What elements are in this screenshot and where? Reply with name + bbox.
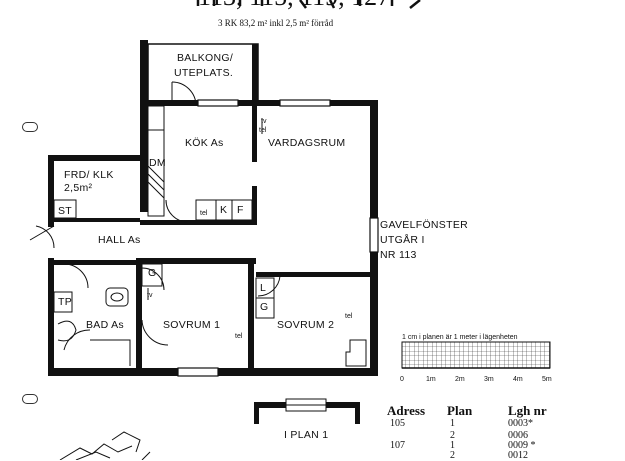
table-cell: 107 bbox=[390, 440, 405, 451]
room-label-kok: KÖK As bbox=[185, 137, 224, 149]
key-plan-label: I PLAN 1 bbox=[284, 429, 329, 441]
fixture-st: ST bbox=[58, 205, 73, 217]
table-cell: 2 bbox=[450, 450, 455, 461]
outlet-tel: tel bbox=[235, 333, 243, 340]
room-label-frd-klk: FRD/ KLK bbox=[64, 169, 114, 181]
stair-hatch bbox=[147, 165, 165, 199]
outlet-tel: tel bbox=[259, 127, 267, 134]
fixture-tp: TP bbox=[58, 296, 73, 308]
table-header-plan: Plan bbox=[447, 403, 473, 418]
key-plan bbox=[254, 398, 360, 424]
note-line: GAVELFÖNSTER bbox=[380, 219, 469, 231]
room-label-sovrum1: SOVRUM 1 bbox=[163, 319, 221, 331]
outlet-tv: tv bbox=[261, 118, 267, 125]
room-label-sovrum2: SOVRUM 2 bbox=[277, 319, 335, 331]
fixture-dm: DM bbox=[149, 157, 166, 169]
scale-tick: 5m bbox=[542, 376, 552, 383]
binder-hole bbox=[22, 394, 38, 404]
outlet-tel: tel bbox=[200, 210, 208, 217]
site-sketch bbox=[59, 431, 151, 460]
scale-tick: 4m bbox=[513, 376, 523, 383]
room-label-vardagsrum: VARDAGSRUM bbox=[268, 137, 346, 149]
table-cell: 0012 bbox=[508, 450, 528, 461]
fixture-k: K bbox=[220, 204, 228, 216]
fixture-g: G bbox=[260, 301, 269, 313]
scale-tick: 0 bbox=[400, 376, 404, 383]
kitchen-fixtures bbox=[147, 105, 253, 221]
windows bbox=[177, 99, 379, 377]
table-header-adress: Adress bbox=[387, 403, 426, 418]
inner-walls bbox=[54, 106, 374, 368]
balcony-side-wall bbox=[252, 44, 258, 100]
table-cell: 0009 * bbox=[508, 440, 536, 451]
bath-fixtures bbox=[57, 287, 131, 366]
room-area-frd: 2,5m² bbox=[64, 182, 93, 194]
outlet-tel: tel bbox=[345, 313, 353, 320]
binder-hole bbox=[22, 122, 38, 132]
outlet-marks bbox=[147, 118, 263, 300]
page-title: 113, 115, 119, 127 bbox=[198, 0, 390, 10]
scale-tick: 1m bbox=[426, 376, 436, 383]
table-cell: 1 bbox=[450, 418, 455, 429]
room-label-uteplats: UTEPLATS. bbox=[174, 67, 234, 79]
fixture-f: F bbox=[237, 204, 244, 216]
fixture-l: L bbox=[260, 282, 267, 294]
scale-tick: 3m bbox=[484, 376, 494, 383]
table-cell: 0006 bbox=[508, 430, 528, 441]
note-line: NR 113 bbox=[380, 249, 417, 261]
scale-bar bbox=[401, 341, 551, 369]
fixture-g: G bbox=[148, 267, 157, 279]
corner-fixture bbox=[345, 339, 367, 367]
note-line: UTGÅR I bbox=[380, 234, 425, 246]
unit-summary: 3 RK 83,2 m² inkl 2,5 m² förråd bbox=[218, 18, 334, 28]
closets bbox=[53, 199, 275, 319]
table-cell: 2 bbox=[450, 430, 455, 441]
outlet-tv: tv bbox=[147, 292, 153, 299]
scale-caption: 1 cm i planen är 1 meter i lägenheten bbox=[402, 334, 518, 341]
room-label-bad: BAD As bbox=[86, 319, 124, 331]
header-cut-strokes bbox=[196, 0, 421, 9]
room-label-balkong: BALKONG/ bbox=[177, 52, 234, 64]
scale-tick: 2m bbox=[455, 376, 465, 383]
table-cell: 0003* bbox=[508, 418, 533, 429]
table-cell: 105 bbox=[390, 418, 405, 429]
table-header-lgh-nr: Lgh nr bbox=[508, 403, 547, 418]
room-label-hall: HALL As bbox=[98, 234, 141, 246]
table-cell: 1 bbox=[450, 440, 455, 451]
